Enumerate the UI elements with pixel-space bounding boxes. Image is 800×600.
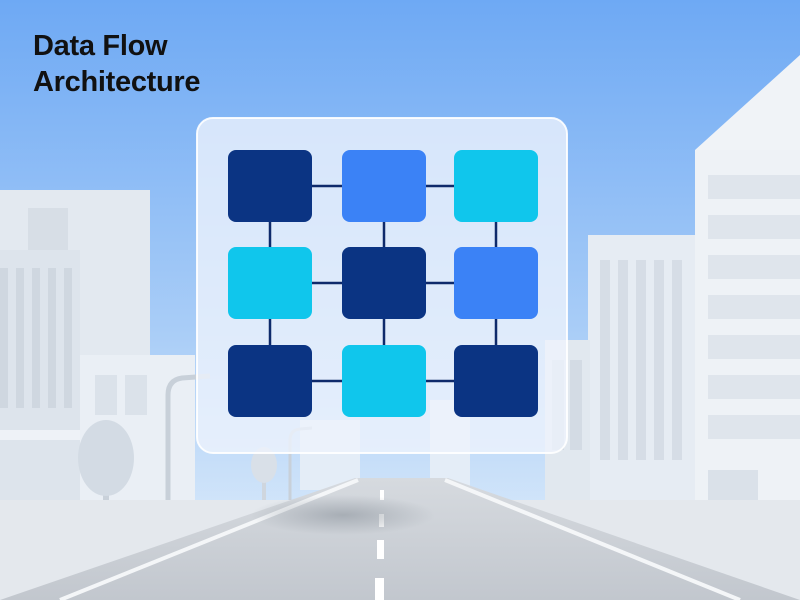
title-line-2: Architecture xyxy=(33,66,201,98)
node-r3-c3 xyxy=(454,345,538,417)
title-line-1: Data Flow xyxy=(33,30,168,62)
page-title: Data Flow Architecture xyxy=(33,28,201,100)
node-r3-c2 xyxy=(342,345,426,417)
node-r3-c1 xyxy=(228,345,312,417)
road xyxy=(0,478,800,600)
road-edge-right xyxy=(444,478,741,600)
node-r1-c2 xyxy=(342,150,426,222)
node-r2-c2 xyxy=(342,247,426,319)
node-r1-c3 xyxy=(454,150,538,222)
node-r1-c1 xyxy=(228,150,312,222)
panel-shadow xyxy=(251,495,435,535)
street-trees xyxy=(78,420,277,525)
node-r2-c3 xyxy=(454,247,538,319)
node-r2-c1 xyxy=(228,247,312,319)
diagram-nodes xyxy=(228,150,538,417)
